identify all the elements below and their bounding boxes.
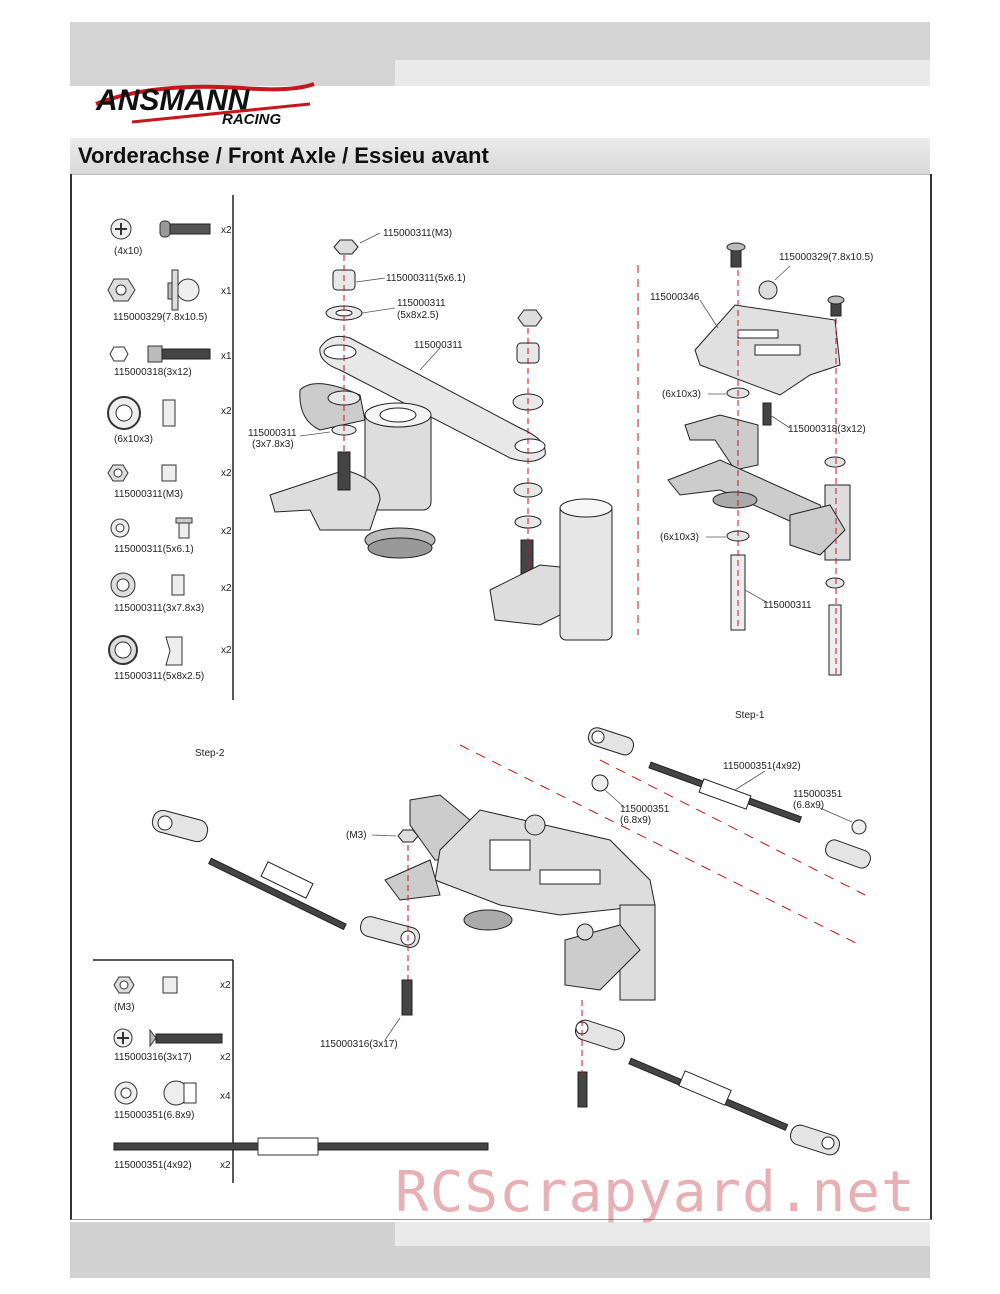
part-qty: x2: [220, 1160, 231, 1171]
callout-label: 115000311: [248, 428, 297, 439]
nut-icon: [113, 976, 178, 994]
callout-label: 115000329(7.8x10.5): [779, 252, 873, 263]
part-label: 115000351(6.8x9): [114, 1110, 194, 1121]
part-label: 115000311(5x6.1): [114, 544, 194, 555]
ball-stud-icon: [107, 269, 200, 311]
page-title: Vorderachse / Front Axle / Essieu avant: [78, 143, 489, 168]
part-qty: x1: [221, 286, 232, 297]
part-label: 115000329(7.8x10.5): [113, 312, 207, 323]
set-screw-icon: [109, 345, 211, 363]
spacer-icon: [110, 572, 185, 598]
turnbuckle-icon: [113, 1137, 489, 1156]
callout-label: 115000346: [650, 292, 700, 303]
callout-label: (6.8x9): [620, 815, 651, 826]
callout-label: (6.8x9): [793, 800, 824, 811]
title-bar: Vorderachse / Front Axle / Essieu avant: [70, 138, 930, 175]
callout-label: 115000311: [397, 298, 446, 309]
part-label: 115000318(3x12): [114, 367, 192, 378]
part-label: 115000311(5x8x2.5): [114, 671, 204, 682]
part-qty: x2: [221, 225, 232, 236]
part-qty: x2: [220, 980, 231, 991]
callout-label: 115000351(4x92): [723, 761, 801, 772]
flanged-bushing-icon: [110, 517, 193, 539]
header-band-light: [395, 60, 930, 86]
footer-band-light: [395, 1222, 930, 1246]
part-qty: x2: [220, 1052, 231, 1063]
part-label: (M3): [114, 1002, 135, 1013]
callout-label: (6x10x3): [660, 532, 699, 543]
washer-icon: [107, 396, 176, 430]
callout-label: 115000311(5x6.1): [386, 273, 466, 284]
part-qty: x2: [221, 645, 232, 656]
part-qty: x1: [221, 351, 232, 362]
step-label: Step-2: [195, 748, 225, 759]
flat-head-screw-icon: [113, 1028, 223, 1048]
callout-label: 115000351: [793, 789, 843, 800]
part-qty: x2: [221, 406, 232, 417]
part-qty: x2: [221, 468, 232, 479]
part-label: (6x10x3): [114, 434, 153, 445]
callout-label: (5x8x2.5): [397, 310, 439, 321]
diagram-frame: [70, 174, 932, 1220]
part-label: 115000311(M3): [114, 489, 183, 500]
callout-label: 115000316(3x17): [320, 1039, 398, 1050]
part-qty: x2: [221, 526, 232, 537]
screw-round-head-icon: [110, 218, 211, 240]
step1-assembly: [667, 242, 851, 676]
callout-label: 115000351: [620, 804, 670, 815]
callout-label: 115000311(M3): [383, 228, 452, 239]
callout-label: 115000311: [763, 600, 812, 611]
nut-icon: [107, 464, 177, 482]
logo-subtext: RACING: [222, 111, 281, 128]
part-qty: x4: [220, 1091, 231, 1102]
step2-assembly: [151, 727, 871, 1156]
cup-washer-icon: [108, 635, 183, 666]
part-label: (4x10): [114, 246, 142, 257]
part-label: 115000311(3x7.8x3): [114, 603, 204, 614]
steering-bellcrank-exploded: [269, 239, 613, 641]
callout-label: 115000311: [414, 340, 463, 351]
ball-joint-icon: [114, 1080, 197, 1106]
callout-label: (3x7.8x3): [252, 439, 294, 450]
callout-label: (6x10x3): [662, 389, 701, 400]
step-label: Step-1: [735, 710, 765, 721]
part-label: 115000351(4x92): [114, 1160, 192, 1171]
ansmann-racing-logo: ANSMANN RACING: [95, 82, 315, 128]
part-qty: x2: [221, 583, 232, 594]
callout-label: (M3): [346, 830, 367, 841]
part-label: 115000316(3x17): [114, 1052, 192, 1063]
callout-label: 115000318(3x12): [788, 424, 866, 435]
watermark: RCScrapyard.net: [395, 1160, 916, 1225]
